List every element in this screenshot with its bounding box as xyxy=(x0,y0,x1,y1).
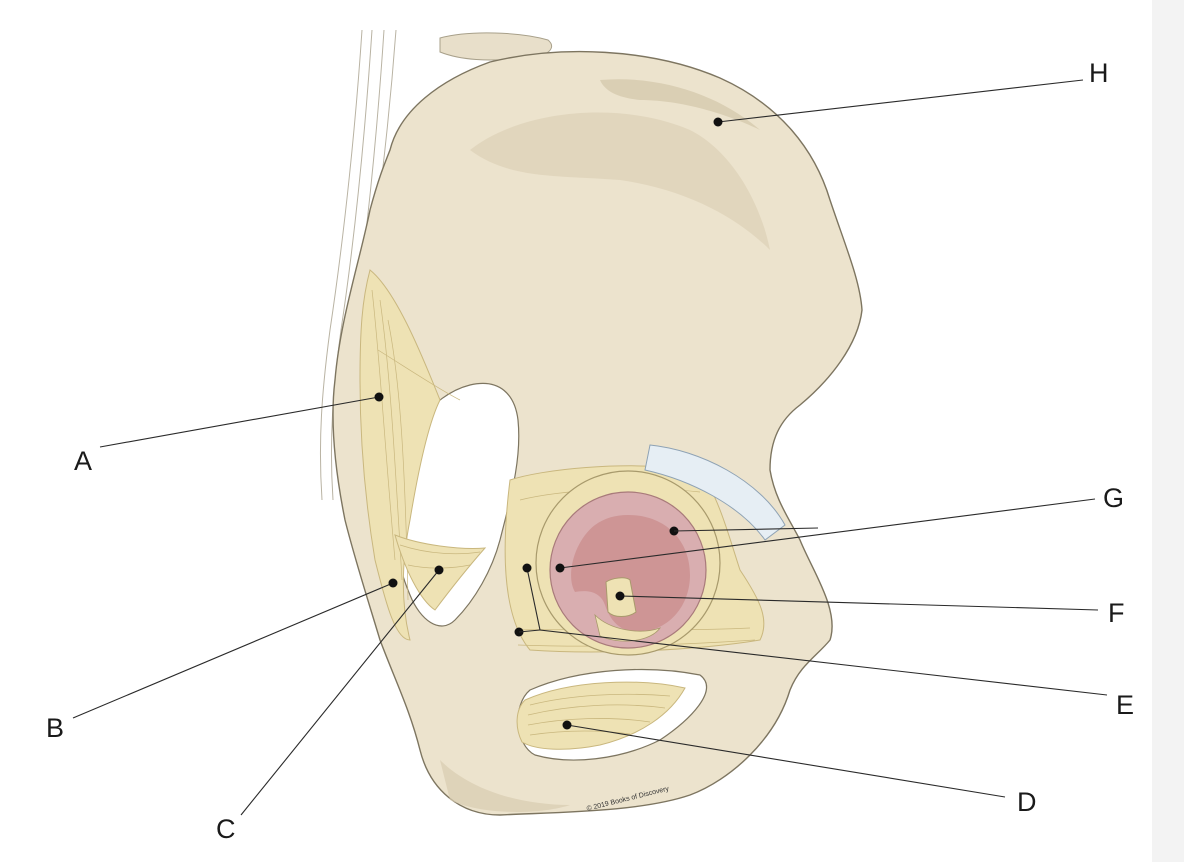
dot-b xyxy=(388,578,398,588)
obturator-membrane-fibers xyxy=(527,693,671,736)
transverse-acetabular-ligament xyxy=(594,613,662,642)
label-d: D xyxy=(1017,787,1037,817)
dot-f xyxy=(615,591,625,601)
leader-e-second xyxy=(518,629,541,633)
dot-c xyxy=(434,565,444,575)
dot-e1 xyxy=(522,563,532,573)
label-b: B xyxy=(46,713,65,743)
sacrotuberous-ligament xyxy=(359,269,441,641)
leader-b xyxy=(72,582,394,719)
iliac-crest-shadow xyxy=(600,79,760,130)
right-margin xyxy=(1152,0,1184,862)
hip-bone-illustration xyxy=(72,29,1108,816)
leader-a xyxy=(99,396,380,448)
dot-a xyxy=(374,392,384,402)
label-g: G xyxy=(1103,483,1125,513)
label-e: E xyxy=(1116,690,1135,720)
leader-f xyxy=(619,595,1099,611)
dot-g1 xyxy=(555,563,565,573)
leader-g xyxy=(559,498,1096,569)
dot-d xyxy=(562,720,572,730)
label-a: A xyxy=(74,446,93,476)
label-h: H xyxy=(1089,58,1109,88)
leader-c xyxy=(240,569,440,816)
label-f: F xyxy=(1108,598,1125,628)
ischial-tuberosity-shade xyxy=(440,760,570,812)
leader-g-second xyxy=(673,527,819,532)
acetabular-fossa xyxy=(571,515,690,633)
iliac-fossa-shadow xyxy=(470,112,770,250)
label-c: C xyxy=(216,814,236,844)
cut-tendon xyxy=(644,444,786,541)
leader-d xyxy=(566,724,1006,798)
leader-h xyxy=(717,79,1084,123)
dot-h xyxy=(713,117,723,127)
leader-dots xyxy=(374,117,723,730)
